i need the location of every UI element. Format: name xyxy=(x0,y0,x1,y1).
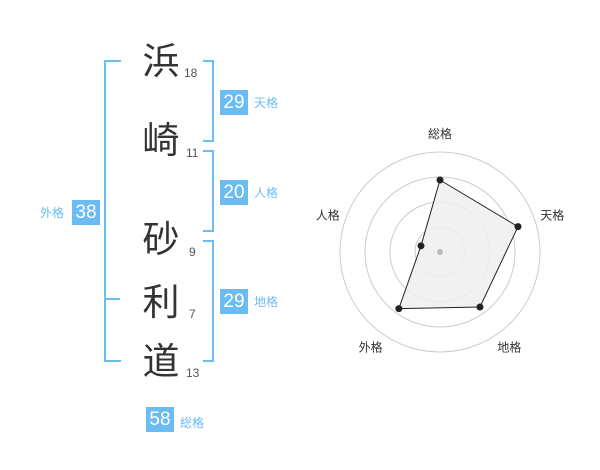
radar-axis-label: 天格 xyxy=(540,208,564,223)
soukaku-value: 58 xyxy=(146,407,174,432)
name-char-3: 砂 xyxy=(142,218,180,261)
chikaku-bracket xyxy=(203,240,214,362)
radar-data-point xyxy=(395,305,403,313)
stroke-count-4: 7 xyxy=(189,307,196,321)
radar-center-dot xyxy=(437,249,443,255)
radar-axis-label: 地格 xyxy=(497,339,521,354)
gaikaku-bracket-tick xyxy=(104,298,120,300)
radar-data-point xyxy=(436,176,444,184)
jinkaku-bracket xyxy=(203,150,214,232)
radar-data-point xyxy=(417,242,425,250)
chikaku-label: 地格 xyxy=(254,295,279,309)
radar-axis-label: 総格 xyxy=(428,126,452,141)
tenkaku-value: 29 xyxy=(220,90,248,115)
name-char-4: 利 xyxy=(142,281,180,324)
soukaku-label: 総格 xyxy=(180,416,205,430)
radar-axis-label: 人格 xyxy=(316,208,340,223)
radar-data-point xyxy=(476,303,484,311)
tenkaku-label: 天格 xyxy=(254,96,279,110)
stroke-count-5: 13 xyxy=(186,366,200,380)
jinkaku-label: 人格 xyxy=(254,186,279,200)
gaikaku-bracket xyxy=(104,60,121,362)
name-char-1: 浜 xyxy=(142,40,180,83)
stroke-count-2: 11 xyxy=(186,146,199,160)
radar-data-point xyxy=(514,223,522,231)
chikaku-value: 29 xyxy=(220,289,248,314)
radar-grid-ring xyxy=(339,151,541,353)
stroke-count-1: 18 xyxy=(184,66,198,80)
name-char-5: 道 xyxy=(142,340,180,383)
jinkaku-value: 20 xyxy=(220,180,248,205)
name-char-2: 崎 xyxy=(142,119,180,162)
radar-data-polygon xyxy=(398,179,519,310)
stroke-count-3: 9 xyxy=(189,245,196,259)
radar-axis-label: 外格 xyxy=(359,339,383,354)
gaikaku-label: 外格 xyxy=(40,206,65,220)
gaikaku-value: 38 xyxy=(72,200,100,225)
tenkaku-bracket xyxy=(203,60,214,142)
